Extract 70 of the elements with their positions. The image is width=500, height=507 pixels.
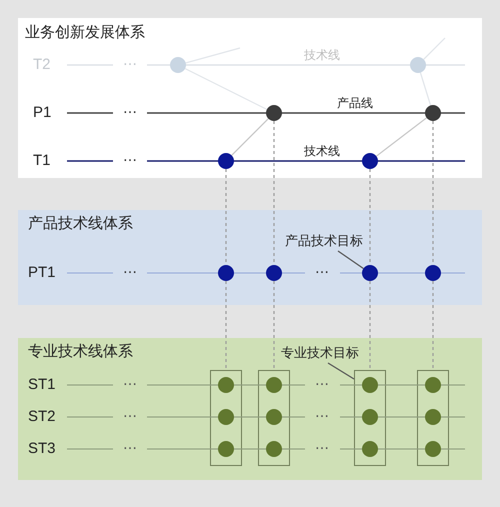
- ellipsis: ⋯: [123, 408, 137, 426]
- dashed-connector: [225, 281, 227, 370]
- milestone-dot: [425, 441, 441, 457]
- row-label: PT1: [28, 264, 56, 282]
- leader-line: [338, 250, 364, 269]
- milestone-dot: [218, 153, 234, 169]
- milestone-dot: [362, 377, 378, 393]
- connector-line: [376, 117, 427, 157]
- group-frame: [210, 370, 242, 466]
- milestone-dot: [266, 409, 282, 425]
- milestone-dot: [362, 265, 378, 281]
- connector-line: [186, 47, 240, 64]
- row-label: ST3: [28, 440, 56, 458]
- row-label: ST2: [28, 408, 56, 426]
- panel-title: 业务创新发展体系: [25, 24, 145, 42]
- ellipsis: ⋯: [123, 152, 137, 170]
- dashed-connector: [432, 121, 434, 265]
- dashed-connector: [369, 169, 371, 265]
- milestone-dot: [425, 377, 441, 393]
- connector-line: [420, 72, 432, 106]
- line-label: 技术线: [304, 144, 340, 158]
- dashed-connector: [225, 169, 227, 265]
- group-frame: [354, 370, 386, 466]
- milestone-dot: [425, 265, 441, 281]
- ellipsis: ⋯: [123, 104, 137, 122]
- row-label: T1: [33, 152, 51, 170]
- milestone-dot: [266, 377, 282, 393]
- panel-title: 专业技术线体系: [28, 343, 133, 361]
- dashed-connector: [273, 121, 275, 265]
- line-label: 产品线: [337, 96, 373, 110]
- dashed-connector: [369, 281, 371, 370]
- milestone-dot: [425, 409, 441, 425]
- ellipsis: ⋯: [123, 440, 137, 458]
- milestone-dot: [362, 409, 378, 425]
- milestone-dot: [425, 105, 441, 121]
- dashed-connector: [432, 281, 434, 370]
- connector-line: [423, 38, 446, 60]
- ellipsis: ⋯: [315, 408, 329, 426]
- ellipsis: ⋯: [123, 56, 137, 74]
- ellipsis: ⋯: [315, 376, 329, 394]
- milestone-dot: [410, 57, 426, 73]
- milestone-dot: [266, 441, 282, 457]
- row-label: ST1: [28, 376, 56, 394]
- line-label: 技术线: [304, 48, 340, 62]
- dashed-connector: [273, 281, 275, 370]
- row-label: T2: [33, 56, 51, 74]
- milestone-dot: [218, 441, 234, 457]
- system-panel: [18, 210, 482, 305]
- connector-line: [231, 118, 269, 156]
- row-label: P1: [33, 104, 52, 122]
- system-panel: [18, 338, 482, 480]
- milestone-dot: [266, 105, 282, 121]
- panel-title: 产品技术线体系: [28, 215, 133, 233]
- ellipsis: ⋯: [315, 440, 329, 458]
- connector-line: [184, 68, 268, 110]
- milestone-dot: [266, 265, 282, 281]
- ellipsis: ⋯: [123, 376, 137, 394]
- group-frame: [417, 370, 449, 466]
- milestone-dot: [362, 153, 378, 169]
- milestone-dot: [170, 57, 186, 73]
- ellipsis: ⋯: [123, 264, 137, 282]
- group-frame: [258, 370, 290, 466]
- system-panel: [18, 18, 482, 178]
- milestone-dot: [218, 265, 234, 281]
- milestone-dot: [362, 441, 378, 457]
- annotation-text: 产品技术目标: [285, 233, 363, 249]
- milestone-dot: [218, 377, 234, 393]
- annotation-text: 专业技术目标: [281, 345, 359, 361]
- ellipsis: ⋯: [315, 264, 329, 282]
- milestone-dot: [218, 409, 234, 425]
